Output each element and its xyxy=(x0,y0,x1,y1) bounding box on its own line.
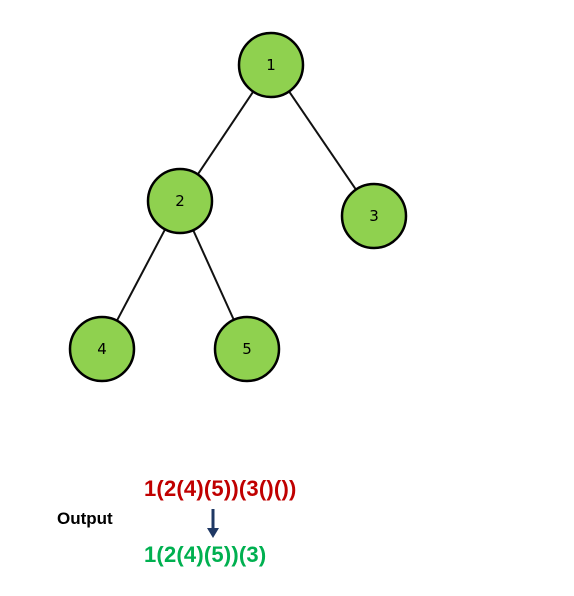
result-expression: 1(2(4)(5))(3) xyxy=(144,542,267,567)
tree-node-circle xyxy=(340,182,408,250)
tree-node-label: 5 xyxy=(242,340,252,358)
tree-node-5: 5 xyxy=(213,315,281,383)
tree-edge-1-3 xyxy=(287,90,358,191)
tree-node-label: 1 xyxy=(266,56,276,74)
tree-node-circle xyxy=(237,31,305,99)
tree-edge-2-4 xyxy=(115,227,167,323)
tree-node-3: 3 xyxy=(340,182,408,250)
tree-node-4: 4 xyxy=(68,315,136,383)
down-arrow-icon xyxy=(207,509,219,538)
tree-edge-1-2 xyxy=(196,90,255,176)
tree-node-1: 1 xyxy=(237,31,305,99)
tree-node-label: 3 xyxy=(369,207,379,225)
tree-edge-2-5 xyxy=(191,228,236,322)
output-label: Output xyxy=(57,509,113,528)
tree-node-label: 4 xyxy=(97,340,107,358)
input-expression: 1(2(4)(5))(3()()) xyxy=(144,476,297,501)
tree-node-2: 2 xyxy=(146,167,214,235)
tree-node-circle xyxy=(146,167,214,235)
tree-edges xyxy=(115,90,358,323)
tree-node-circle xyxy=(213,315,281,383)
tree-node-circle xyxy=(68,315,136,383)
tree-node-label: 2 xyxy=(175,192,185,210)
